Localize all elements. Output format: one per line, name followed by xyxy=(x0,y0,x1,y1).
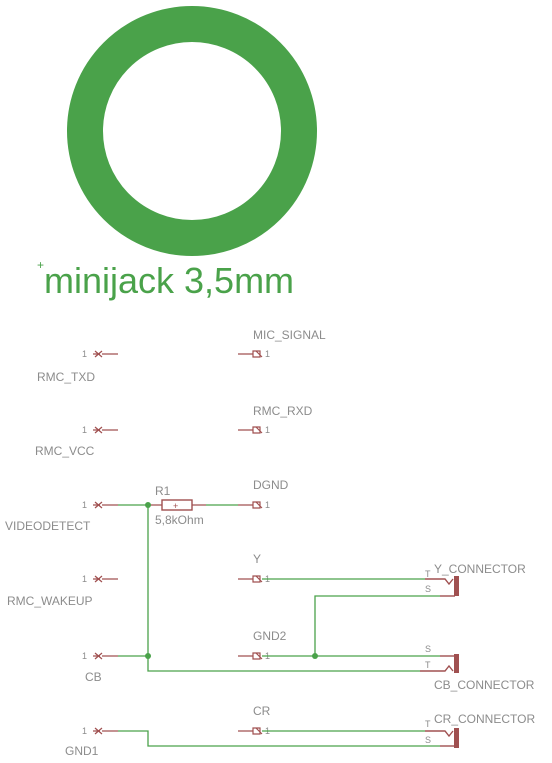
jack-label: CB_CONNECTOR xyxy=(434,678,535,692)
jack-y-connector: Y_CONNECTOR T S xyxy=(425,562,526,597)
nets xyxy=(118,502,440,747)
svg-text:+: + xyxy=(173,501,178,511)
resistor-value: 5,8kOhm xyxy=(155,513,204,527)
jack-t-pin: T xyxy=(425,719,431,729)
left-connector-rmc-wakeup: 1 RMC_WAKEUP xyxy=(7,574,118,608)
connector-label: GND2 xyxy=(253,629,287,643)
jack-s-pin: S xyxy=(425,644,431,654)
connector-label: RMC_WAKEUP xyxy=(7,594,93,608)
left-connector-videodetect: 1 VIDEODETECT xyxy=(5,500,118,533)
pin-number: 1 xyxy=(82,726,87,736)
pin-number: 1 xyxy=(82,349,87,359)
jack-cr-connector: CR_CONNECTOR T S xyxy=(425,712,535,748)
pin-number: 1 xyxy=(82,651,87,661)
connector-label: VIDEODETECT xyxy=(5,519,91,533)
connector-label: RMC_RXD xyxy=(253,404,313,418)
left-connector-rmc-txd: 1 RMC_TXD xyxy=(37,349,118,384)
right-connector-mic-signal: MIC_SIGNAL 1 xyxy=(238,328,326,359)
pin-number: 1 xyxy=(82,425,87,435)
connector-label: GND1 xyxy=(65,744,99,758)
jack-label: Y_CONNECTOR xyxy=(434,562,526,576)
right-connector-rmc-rxd: RMC_RXD 1 xyxy=(238,404,313,435)
connector-label: CR xyxy=(253,704,271,718)
left-connector-rmc-vcc: 1 RMC_VCC xyxy=(35,425,118,458)
pin-number: 1 xyxy=(82,500,87,510)
board-title: minijack 3,5mm xyxy=(44,260,294,301)
pin-number: 1 xyxy=(265,349,270,359)
pin-number: 1 xyxy=(265,500,270,510)
resistor-name: R1 xyxy=(155,484,171,498)
connector-label: MIC_SIGNAL xyxy=(253,328,326,342)
connector-label: RMC_VCC xyxy=(35,444,95,458)
jack-s-pin: S xyxy=(425,584,431,594)
connector-label: DGND xyxy=(253,478,289,492)
connector-label: CB xyxy=(85,670,102,684)
resistor-r1: R1 + 5,8kOhm xyxy=(148,484,206,527)
left-connector-cb: 1 CB xyxy=(82,651,118,684)
pin-number: 1 xyxy=(265,425,270,435)
jack-label: CR_CONNECTOR xyxy=(434,712,535,726)
connector-label: RMC_TXD xyxy=(37,370,95,384)
jack-t-pin: T xyxy=(425,569,431,579)
origin-cross-icon: + xyxy=(37,258,44,272)
right-connector-dgnd: DGND 1 xyxy=(238,478,289,510)
left-connector-gnd1: 1 GND1 xyxy=(65,726,118,758)
jack-t-pin: T xyxy=(425,660,431,670)
jack-s-pin: S xyxy=(425,735,431,745)
jack-cb-connector: S T CB_CONNECTOR xyxy=(420,644,535,692)
connector-label: Y xyxy=(253,552,261,566)
pin-number: 1 xyxy=(82,574,87,584)
ring-pad xyxy=(67,6,317,256)
